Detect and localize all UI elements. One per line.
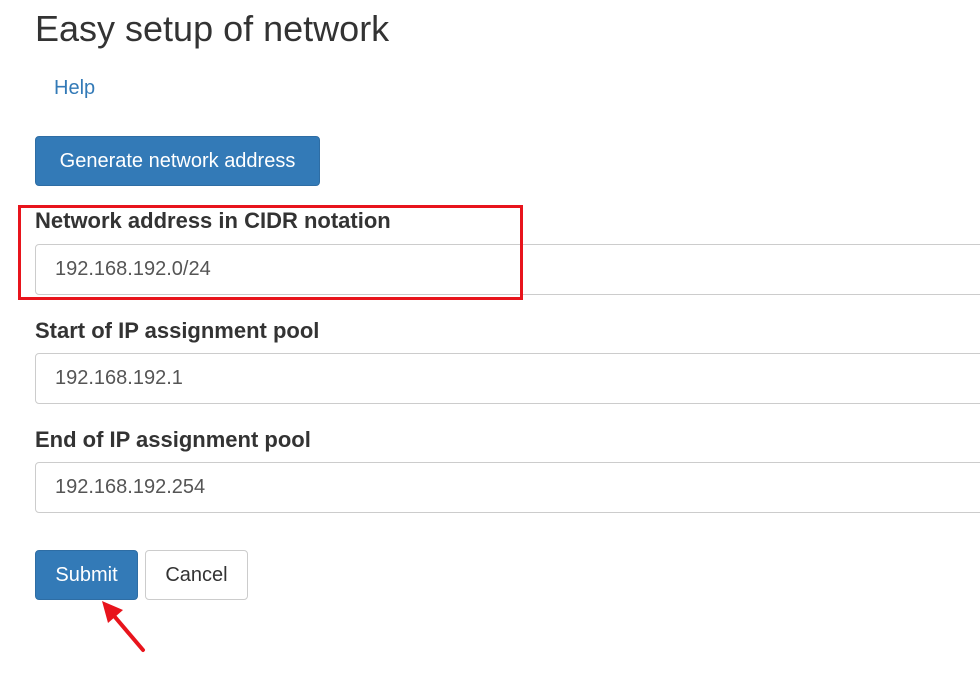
submit-pointer-arrow-icon [102, 601, 145, 652]
pool-end-label: End of IP assignment pool [35, 427, 311, 452]
page-title: Easy setup of network [35, 8, 390, 49]
pool-start-label: Start of IP assignment pool [35, 318, 320, 343]
pool-start-input[interactable] [35, 353, 980, 404]
cancel-button[interactable]: Cancel [145, 550, 248, 600]
cidr-label: Network address in CIDR notation [35, 208, 391, 233]
generate-network-address-button[interactable]: Generate network address [35, 136, 320, 186]
submit-button[interactable]: Submit [35, 550, 138, 600]
help-link[interactable]: Help [54, 77, 96, 99]
pool-end-input[interactable] [35, 462, 980, 513]
cidr-input[interactable] [35, 244, 980, 295]
